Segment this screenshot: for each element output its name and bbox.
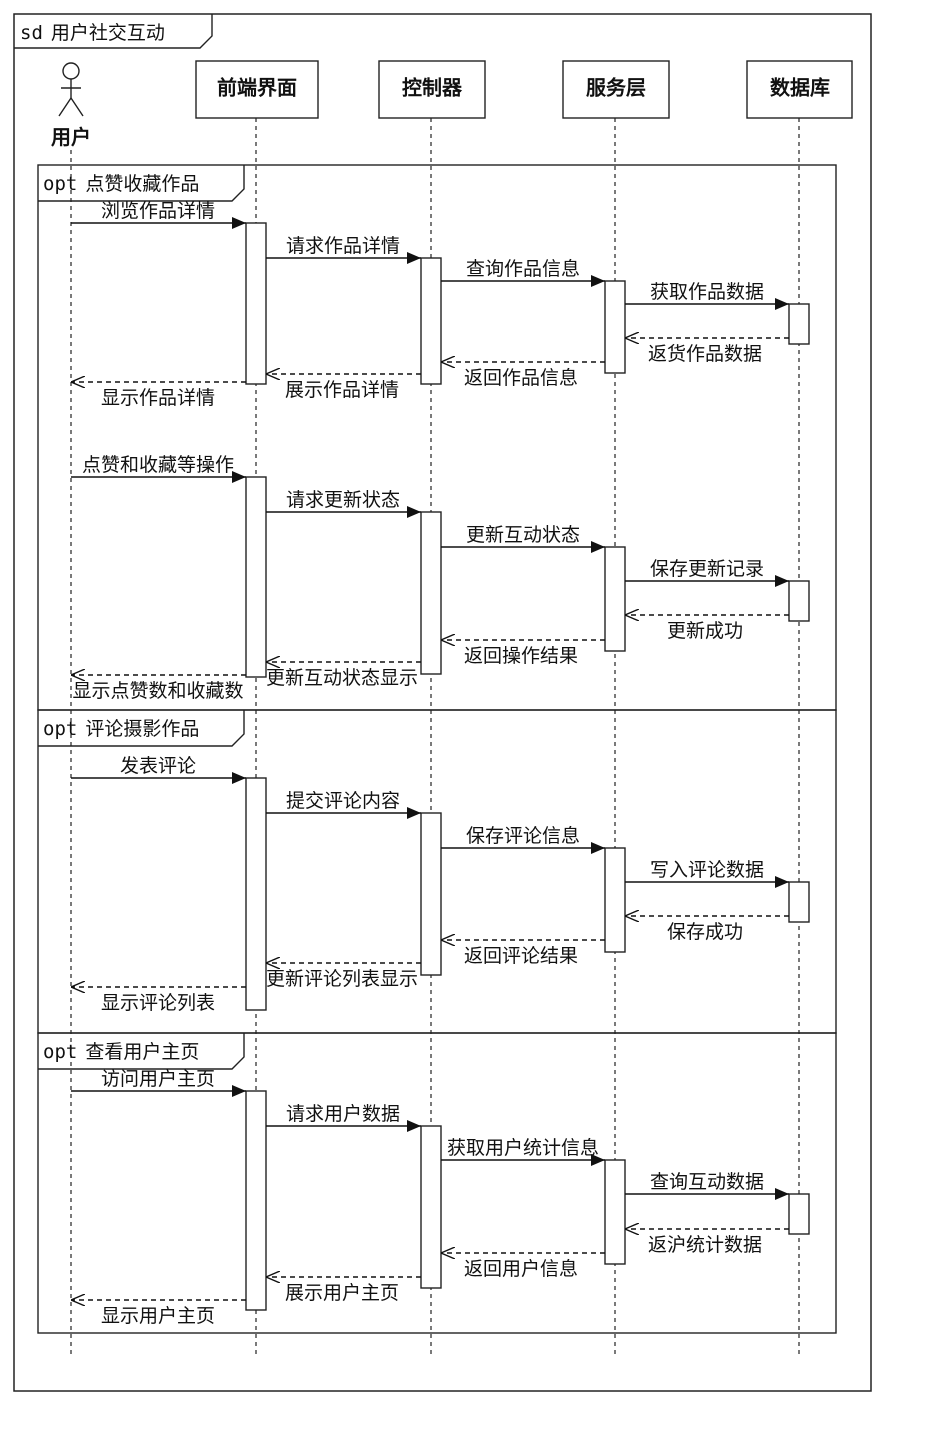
activation-service	[604, 280, 626, 374]
participant-box-database	[746, 60, 853, 119]
sd-frame	[13, 13, 872, 1392]
activation-database	[788, 881, 810, 923]
fragment-comment: opt 评论摄影作品	[37, 709, 837, 1034]
message-label: 返货作品数据	[648, 343, 762, 365]
activation-database	[788, 303, 810, 345]
activation-bars	[245, 222, 810, 1311]
message-label: 更新评论列表显示	[266, 968, 418, 990]
participant-controller: 控制器	[378, 60, 486, 119]
message-label: 获取用户统计信息	[447, 1137, 599, 1159]
fragment-label: opt 查看用户主页	[43, 1041, 199, 1063]
message-label: 返回用户信息	[464, 1258, 578, 1280]
activation-service	[604, 847, 626, 953]
fragment-keyword: opt	[43, 1041, 77, 1063]
participant-label-service: 服务层	[586, 76, 646, 100]
message-label: 提交评论内容	[286, 790, 400, 812]
fragment-label: opt 评论摄影作品	[43, 718, 199, 740]
fragment-profile: opt 查看用户主页	[37, 1032, 837, 1334]
fragment-label: opt 点赞收藏作品	[43, 173, 199, 195]
activation-service	[604, 1159, 626, 1265]
activation-frontend	[245, 1090, 267, 1311]
fragment-title: 评论摄影作品	[85, 718, 199, 740]
message-label: 更新互动状态	[466, 524, 580, 546]
message-label: 返回操作结果	[464, 645, 578, 667]
message-label: 展示用户主页	[285, 1282, 399, 1304]
message-label: 查询作品信息	[466, 258, 580, 280]
activation-frontend	[245, 476, 267, 678]
sd-frame-label: sd 用户社交互动	[20, 22, 165, 44]
messages: 浏览作品详情请求作品详情查询作品信息获取作品数据返货作品数据返回作品信息展示作品…	[71, 200, 789, 1327]
activation-controller	[420, 511, 442, 675]
participant-label-database: 数据库	[770, 76, 830, 100]
fragment-keyword: opt	[43, 173, 77, 195]
activation-database	[788, 580, 810, 622]
message-label: 保存更新记录	[650, 558, 764, 580]
fragment-frame	[37, 1032, 837, 1334]
participant-box-controller	[378, 60, 486, 119]
message-label: 显示作品详情	[101, 387, 215, 409]
fragment-keyword: opt	[43, 718, 77, 740]
activation-controller	[420, 812, 442, 976]
fragment-tab	[38, 710, 245, 747]
message-label: 返沪统计数据	[648, 1234, 762, 1256]
message-label: 查询互动数据	[650, 1171, 764, 1193]
activation-controller	[420, 257, 442, 385]
fragment-title: 查看用户主页	[85, 1041, 199, 1063]
message-label: 发表评论	[120, 755, 196, 777]
message-label: 显示点赞数和收藏数	[72, 680, 243, 702]
participant-frontend: 前端界面	[195, 60, 319, 119]
fragment-tab	[38, 165, 245, 202]
activation-frontend	[245, 777, 267, 1011]
participant-box-service	[562, 60, 670, 119]
message-label: 获取作品数据	[650, 281, 764, 303]
participant-user: 用户	[51, 62, 91, 149]
fragment-title: 点赞收藏作品	[85, 173, 199, 195]
message-label: 返回评论结果	[464, 945, 578, 967]
message-label: 访问用户主页	[101, 1068, 215, 1090]
message-label: 请求作品详情	[286, 235, 400, 257]
activation-frontend	[245, 222, 267, 385]
message-label: 保存评论信息	[466, 825, 580, 847]
message-label: 显示用户主页	[101, 1305, 215, 1327]
message-label: 点赞和收藏等操作	[82, 454, 234, 476]
actor-icon	[58, 62, 84, 117]
participant-label-controller: 控制器	[402, 76, 463, 100]
participant-box-frontend	[195, 60, 319, 119]
message-label: 保存成功	[667, 921, 743, 943]
activation-database	[788, 1193, 810, 1235]
sd-frame-tab	[14, 14, 213, 49]
fragment-tab	[38, 1033, 245, 1070]
message-label: 请求用户数据	[286, 1103, 400, 1125]
message-label: 浏览作品详情	[101, 200, 215, 222]
participant-database: 数据库	[746, 60, 853, 119]
message-label: 展示作品详情	[285, 379, 399, 401]
participant-service: 服务层	[562, 60, 670, 119]
sd-keyword: sd	[20, 22, 43, 44]
participant-label-frontend: 前端界面	[217, 76, 297, 100]
sd-title: 用户社交互动	[51, 22, 165, 44]
message-label: 返回作品信息	[464, 367, 578, 389]
message-label: 请求更新状态	[286, 489, 400, 511]
participant-label-user: 用户	[51, 125, 91, 149]
message-label: 写入评论数据	[650, 859, 764, 881]
message-label: 显示评论列表	[101, 992, 215, 1014]
message-label: 更新成功	[667, 620, 743, 642]
message-label: 更新互动状态显示	[266, 667, 418, 689]
activation-controller	[420, 1125, 442, 1289]
activation-service	[604, 546, 626, 652]
